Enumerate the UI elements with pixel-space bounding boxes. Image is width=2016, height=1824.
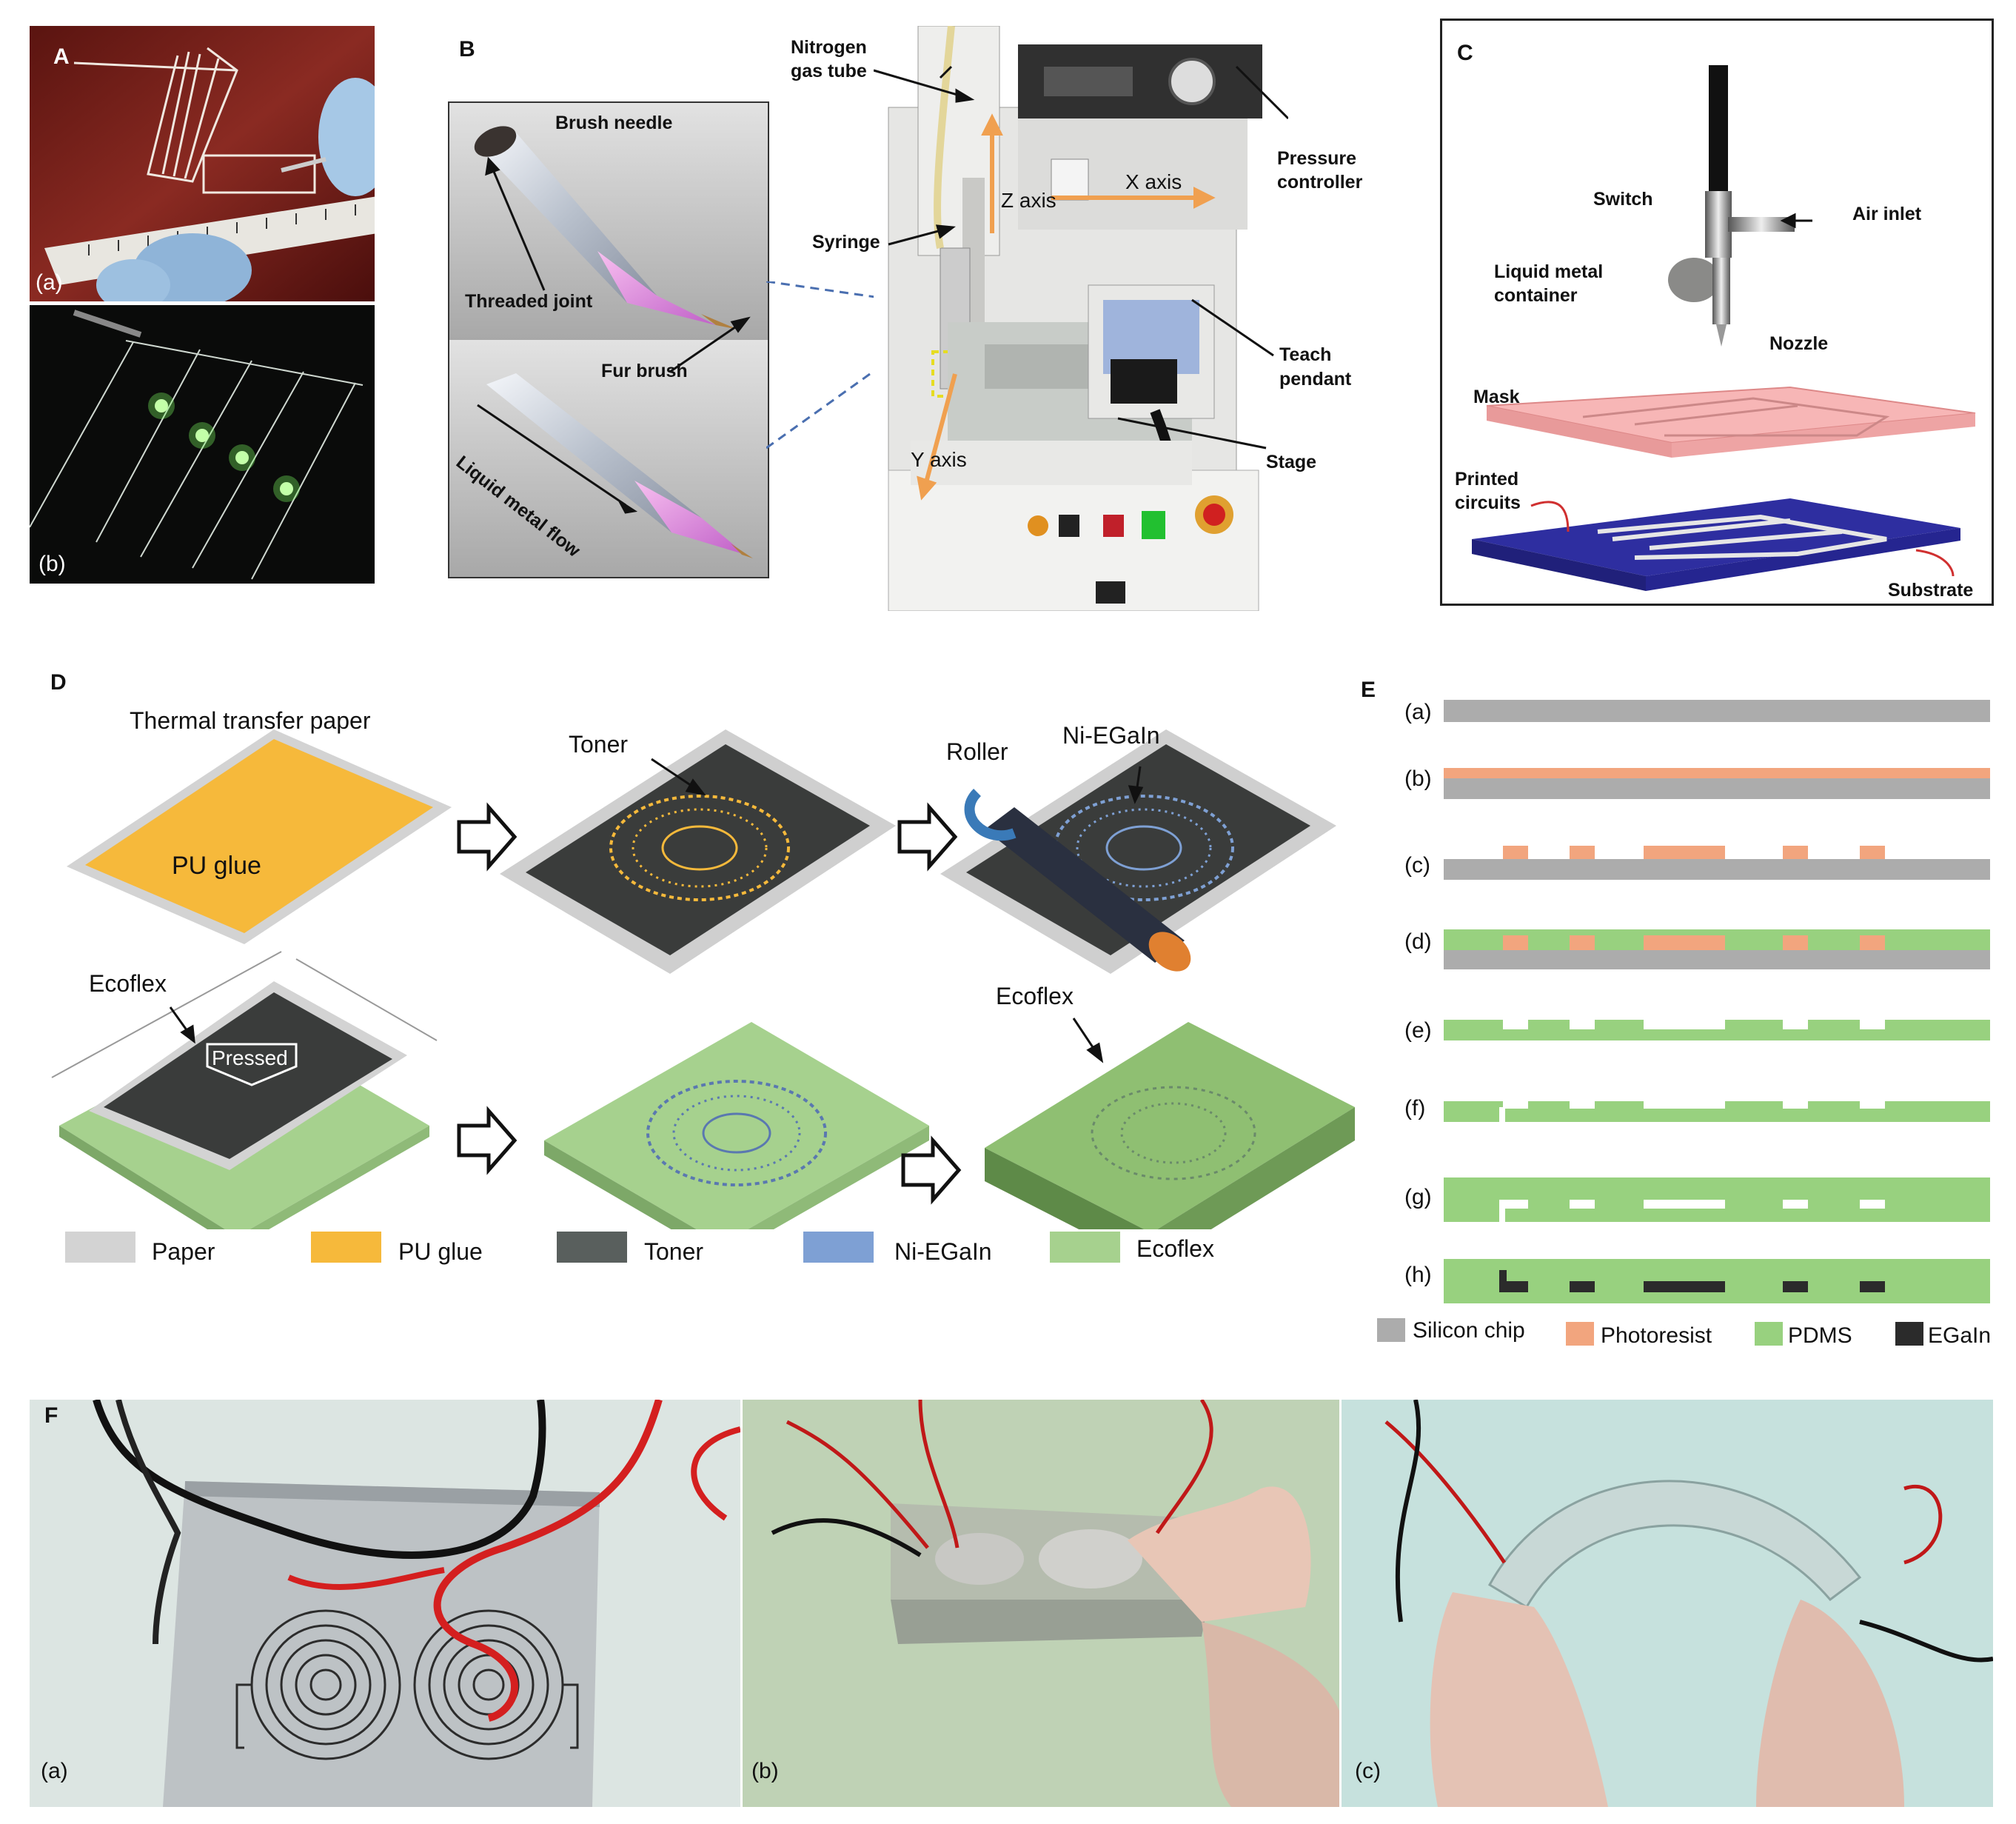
- legend-swatch-pdms: [1755, 1322, 1783, 1346]
- panel-f-sub-b: (b): [751, 1759, 779, 1783]
- legend-swatch-photoresist: [1566, 1322, 1594, 1346]
- panel-b-letter: B: [459, 37, 475, 61]
- step-label-g: (g): [1404, 1185, 1432, 1209]
- legend-label-ecoflex: Ecoflex: [1136, 1235, 1214, 1262]
- ecoflex-label-2: Ecoflex: [996, 983, 1074, 1009]
- inset-threaded-joint-label: Threaded joint: [465, 291, 593, 312]
- air-inlet-label: Air inlet: [1852, 204, 1922, 224]
- lm-container-label-1: Liquid metal: [1494, 261, 1604, 282]
- step-label-h: (h): [1404, 1263, 1432, 1287]
- legend-label-photoresist: Photoresist: [1601, 1323, 1712, 1348]
- panel-e-letter: E: [1361, 678, 1376, 702]
- legend-swatch-ecoflex: [1050, 1232, 1120, 1263]
- legend-swatch-ni-egain: [803, 1232, 874, 1263]
- inset-fur-brush-label: Fur brush: [601, 361, 688, 381]
- step-label-e: (e): [1404, 1018, 1432, 1043]
- ecoflex-label-1: Ecoflex: [89, 970, 167, 997]
- syringe-label: Syringe: [812, 232, 880, 253]
- legend-swatch-egain: [1895, 1322, 1923, 1346]
- panel-f-sub-c: (c): [1355, 1759, 1381, 1783]
- dispensing-machine: [874, 26, 1288, 611]
- legend-swatch-paper: [65, 1232, 135, 1263]
- legend-label-ni-egain: Ni-EGaIn: [894, 1238, 992, 1265]
- thermal-transfer-paper-label: Thermal transfer paper: [130, 707, 371, 734]
- panel-f-sub-a: (a): [41, 1759, 68, 1783]
- panel-a-letter: A: [53, 44, 70, 69]
- panel-c-frame: [1440, 19, 1994, 606]
- pressed-label: Pressed: [212, 1046, 288, 1069]
- machine-callout-arrows: [874, 65, 1288, 450]
- step-label-a: (a): [1404, 700, 1432, 724]
- legend-swatch-pu-glue: [311, 1232, 381, 1263]
- step-label-d: (d): [1404, 929, 1432, 954]
- teach-label-1: Teach: [1279, 344, 1332, 365]
- ni-egain-label: Ni-EGaIn: [1062, 722, 1160, 749]
- panel-d-process: [51, 729, 1355, 1229]
- nitrogen-label-2: gas tube: [791, 61, 867, 81]
- panel-a-sub-b: (b): [38, 552, 66, 576]
- teach-label-2: pendant: [1279, 369, 1352, 390]
- legend-label-pu-glue: PU glue: [398, 1238, 483, 1265]
- panel-a-sub-a: (a): [36, 270, 63, 295]
- step-label-b: (b): [1404, 766, 1432, 791]
- legend-label-egain: EGaIn: [1928, 1323, 1992, 1348]
- panel-f-photo-a: [30, 1400, 740, 1807]
- legend-label-silicon: Silicon chip: [1413, 1318, 1525, 1343]
- panel-f-photo-b: [743, 1400, 1339, 1807]
- pu-glue-label: PU glue: [172, 852, 261, 880]
- inset-brush-needle-label: Brush needle: [555, 113, 673, 133]
- z-axis-label: Z axis: [1001, 189, 1056, 212]
- toner-label: Toner: [569, 731, 629, 758]
- printed-circuits-label-2: circuits: [1455, 492, 1521, 513]
- lm-container-label-2: container: [1494, 285, 1578, 306]
- panel-a-photo-b: [30, 305, 375, 584]
- stage-label: Stage: [1266, 452, 1317, 472]
- panel-f-letter: F: [44, 1403, 58, 1428]
- panel-b-inset: [448, 101, 769, 578]
- switch-label: Switch: [1593, 189, 1653, 210]
- inset-arrows: [477, 156, 751, 514]
- nozzle-label: Nozzle: [1769, 333, 1829, 354]
- panel-d-letter: D: [50, 670, 67, 695]
- panel-c-letter: C: [1457, 41, 1473, 65]
- pressure-label-1: Pressure: [1277, 148, 1357, 169]
- legend-label-toner: Toner: [644, 1238, 704, 1265]
- x-axis-label: X axis: [1125, 170, 1182, 193]
- step-label-c: (c): [1404, 853, 1430, 878]
- legend-swatch-silicon: [1377, 1318, 1405, 1342]
- printed-circuits-label-1: Printed: [1455, 469, 1519, 490]
- substrate-label: Substrate: [1888, 580, 1974, 601]
- legend-label-pdms: PDMS: [1788, 1323, 1852, 1348]
- mask-label: Mask: [1473, 387, 1520, 407]
- panel-f-photo-c: [1342, 1400, 1993, 1807]
- legend-swatch-toner: [557, 1232, 627, 1263]
- legend-label-paper: Paper: [152, 1238, 215, 1265]
- step-label-f: (f): [1404, 1096, 1426, 1120]
- nitrogen-label-1: Nitrogen: [791, 37, 867, 58]
- y-axis-label: Y axis: [911, 448, 967, 471]
- panel-a-photo-a: [30, 26, 375, 301]
- pressure-label-2: controller: [1277, 172, 1363, 193]
- roller-label: Roller: [946, 738, 1008, 765]
- panel-e-fab-steps: [1444, 700, 1990, 1303]
